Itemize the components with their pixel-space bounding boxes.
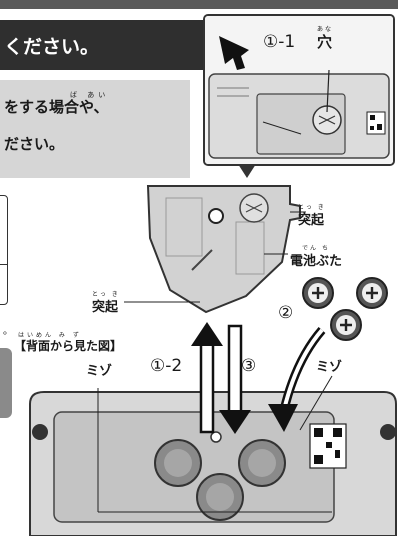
battery-cover-shape [146,185,301,314]
back-view-caption: はいめん み ず 【背面から見た図】 [14,332,123,353]
step-3-label: ③ [241,356,257,376]
instruction-box: ば あい をする場合や、 ださい。 [0,80,190,178]
instruction-ruby: ば あい [70,91,110,99]
top-bar [0,0,398,9]
battery-cover-label: でん ち 電池ぶた [290,245,343,269]
protrusion-label-right: とっ き 突起 [298,204,326,228]
down-arrow-icon [219,324,251,434]
groove-label-left: ミゾ [86,364,113,379]
groove-label-right: ミゾ [316,360,343,375]
zoom-callout-tail [238,164,256,178]
adjacent-panel-divider [0,264,8,265]
arrow-icon [219,36,249,70]
heading-text: ください。 [4,35,100,58]
hole-label: あな 穴 [317,26,334,51]
adjacent-panel-frame [0,195,8,305]
protrusion-label-left: とっ き 突起 [92,291,120,315]
zoom-step-label: ①-1 [263,32,296,52]
section-heading: ください。 [0,20,218,70]
adjacent-text-fragment: 。 [3,326,13,337]
adjacent-gray-panel [0,348,12,418]
step-1-2-label: ①-2 [150,356,183,376]
instruction-line-1: をする場合や、 [4,98,109,116]
zoom-inset: ①-1 あな 穴 [203,14,395,166]
step-2-label: ② [278,303,294,323]
battery-icon [330,309,362,341]
zoom-illustration [205,16,393,164]
cover-hole-icon [208,208,224,224]
battery-icon [356,277,388,309]
battery-icon [302,277,334,309]
instruction-line-2: ださい。 [4,135,65,153]
insert-arrow-icon [268,327,326,432]
up-arrow-icon [191,322,223,434]
